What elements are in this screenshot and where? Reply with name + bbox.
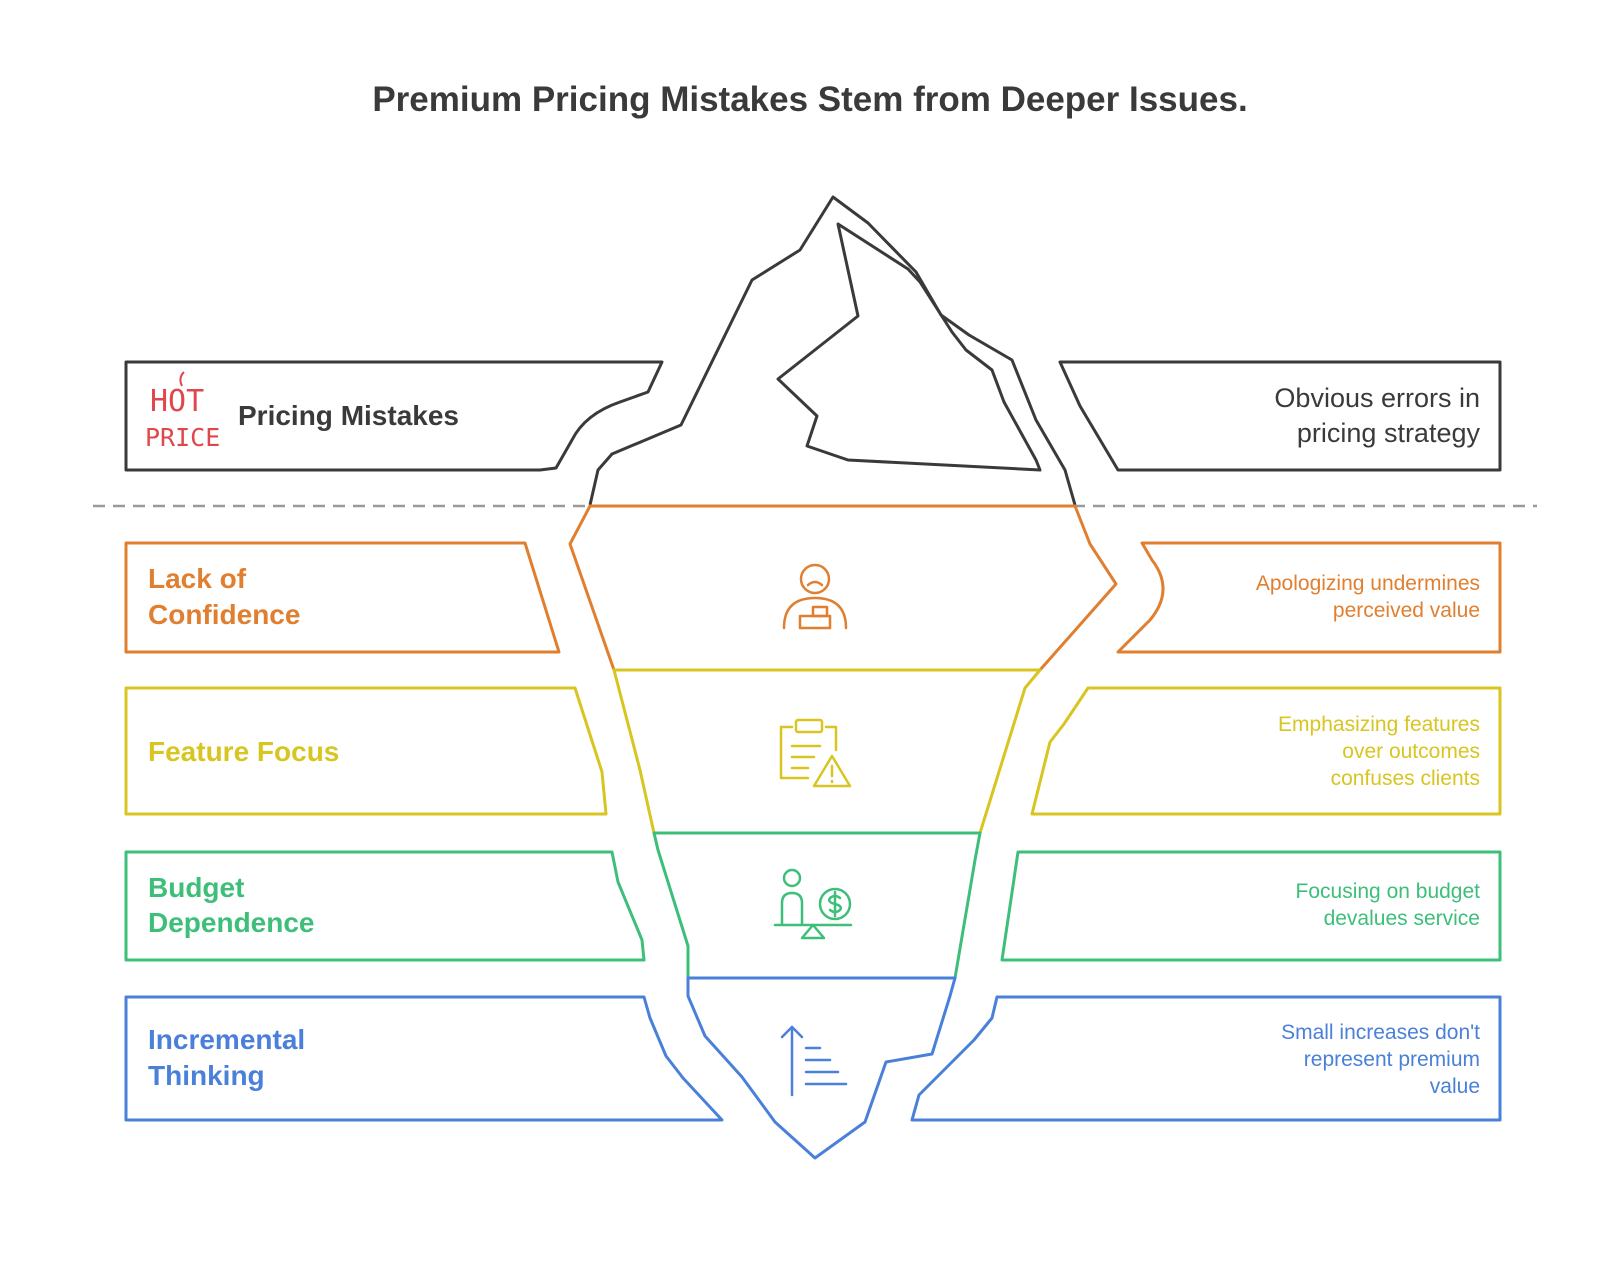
layer-budget-dependence: Budget Dependence Focusing on budget dev…: [124, 831, 1502, 980]
page-title: Premium Pricing Mistakes Stem from Deepe…: [372, 80, 1247, 119]
person-money-balance-icon: [773, 868, 853, 940]
layer1-left-panel: [124, 541, 561, 654]
layer3-right-panel: [1000, 850, 1502, 962]
layer3-label-line2: Dependence: [148, 907, 315, 938]
layer4-desc-line1: Small increases don't: [1281, 1021, 1480, 1044]
layer3-label-line1: Budget: [148, 872, 244, 903]
person-apologizing-icon: [782, 563, 848, 630]
hot-price-badge-line2: PRICE: [145, 423, 220, 452]
layer2-desc-line1: Emphasizing features: [1278, 713, 1480, 736]
pricing-mistakes-desc-line1: Obvious errors in: [1274, 383, 1480, 413]
iceberg-inner-peak: [776, 222, 1042, 472]
layer2-label-line1: Feature Focus: [148, 736, 339, 767]
top-left-panel: [124, 360, 664, 472]
layer4-label-line1: Incremental: [148, 1024, 305, 1055]
layer2-desc-line3: confuses clients: [1331, 767, 1480, 790]
pricing-mistakes-desc-line2: pricing strategy: [1297, 418, 1481, 448]
layer1-iceberg-band: [568, 504, 1118, 672]
layer2-desc-line2: over outcomes: [1342, 740, 1480, 763]
layer1-label-line2: Confidence: [148, 599, 300, 630]
layer4-iceberg-band: [686, 976, 957, 1160]
pricing-mistakes-label: Pricing Mistakes: [238, 400, 459, 431]
layer2-left-panel: [124, 686, 608, 816]
layer4-desc-line2: represent premium: [1304, 1048, 1480, 1071]
layer-incremental-thinking: Incremental Thinking Small increases don…: [124, 976, 1502, 1160]
layer3-left-panel: [124, 850, 646, 962]
hot-price-icon: HOT PRICE: [145, 371, 220, 452]
top-right-panel: [1058, 360, 1502, 472]
layer2-iceberg-band: [612, 668, 1042, 835]
layer1-label-line1: Lack of: [148, 563, 247, 594]
layer2-right-panel: [1030, 686, 1502, 816]
layer1-desc-line2: perceived value: [1333, 599, 1480, 622]
layer4-desc-line3: value: [1430, 1075, 1480, 1098]
incremental-steps-icon: [780, 1025, 848, 1097]
layer-lack-of-confidence: Lack of Confidence Apologizing undermine…: [124, 504, 1502, 672]
layer3-iceberg-band: [652, 831, 982, 980]
hot-price-badge-line1: HOT: [150, 384, 204, 419]
top-section: [124, 195, 1502, 506]
iceberg-tip: [588, 195, 1077, 506]
layer-feature-focus: Feature Focus Emphasizing features over …: [124, 668, 1502, 835]
layer4-right-panel: [910, 995, 1502, 1122]
layer3-desc-line1: Focusing on budget: [1296, 880, 1481, 903]
layer3-desc-line2: devalues service: [1324, 907, 1480, 930]
layer4-left-panel: [124, 995, 724, 1122]
layer4-label-line2: Thinking: [148, 1060, 265, 1091]
clipboard-warning-icon: [779, 718, 852, 788]
layer1-desc-line1: Apologizing undermines: [1256, 572, 1480, 595]
layer1-right-panel: [1116, 541, 1502, 654]
